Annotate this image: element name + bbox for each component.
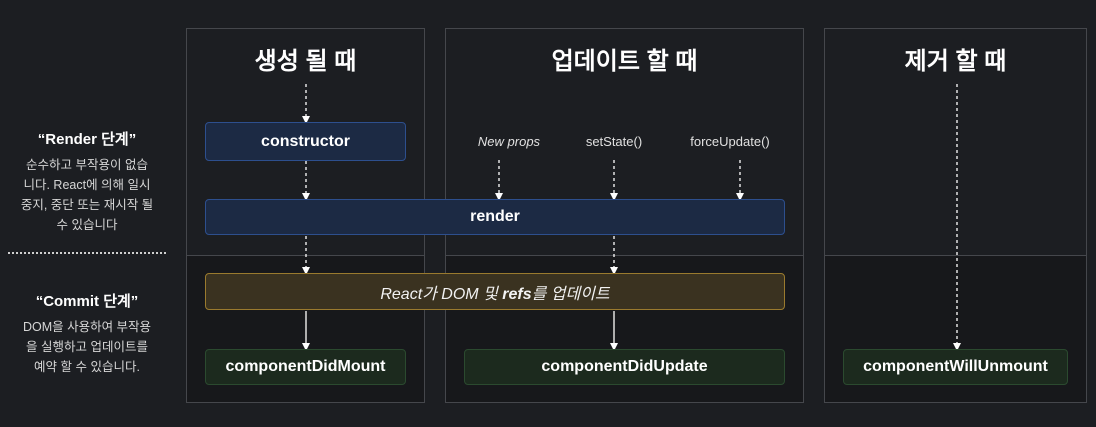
render-phase-description: 순수하고 부작용이 없습 니다. React에 의해 일시 중지, 중단 또는 … <box>0 155 174 235</box>
commit-desc-line: 예약 할 수 있습니다. <box>34 360 140 374</box>
phase-divider <box>8 252 166 254</box>
component-did-mount-label: componentDidMount <box>225 358 386 375</box>
render-phase-legend: “Render 단계” 순수하고 부작용이 없습 니다. React에 의해 일… <box>0 128 174 235</box>
dom-update-suffix: 를 업데이트 <box>531 285 610 303</box>
render-phase-title: “Render 단계” <box>37 131 137 148</box>
unmount-column: 제거 할 때 <box>824 28 1087 403</box>
dom-update-label: React가 DOM 및 refs를 업데이트 <box>380 280 609 304</box>
render-desc-line: 니다. React에 의해 일시 <box>23 178 151 192</box>
update-column-title: 업데이트 할 때 <box>551 48 698 75</box>
render-label: render <box>470 208 520 225</box>
component-did-mount-box: componentDidMount <box>205 349 406 385</box>
commit-phase-title: “Commit 단계” <box>35 293 139 310</box>
unmount-column-title: 제거 할 때 <box>904 48 1007 75</box>
constructor-label: constructor <box>261 132 350 150</box>
trigger-force-update: forceUpdate() <box>690 134 770 149</box>
trigger-new-props: New props <box>477 134 541 149</box>
constructor-box: constructor <box>205 122 406 161</box>
dom-update-refs: refs <box>502 285 532 303</box>
dom-update-box: React가 DOM 및 refs를 업데이트 <box>205 273 785 310</box>
render-desc-line: 중지, 중단 또는 재시작 될 <box>20 198 154 212</box>
component-did-update-label: componentDidUpdate <box>541 358 708 375</box>
render-desc-line: 수 있습니다 <box>56 218 118 232</box>
component-will-unmount-label: componentWillUnmount <box>863 358 1048 375</box>
render-desc-line: 순수하고 부작용이 없습 <box>26 158 148 172</box>
mount-column-title: 생성 될 때 <box>254 48 357 75</box>
commit-phase-legend: “Commit 단계” DOM을 사용하여 부작용 을 실행하고 업데이트를 예… <box>0 290 174 377</box>
commit-phase-description: DOM을 사용하여 부작용 을 실행하고 업데이트를 예약 할 수 있습니다. <box>0 317 174 377</box>
component-did-update-box: componentDidUpdate <box>464 349 785 385</box>
commit-desc-line: DOM을 사용하여 부작용 <box>22 320 152 334</box>
trigger-set-state: setState() <box>585 134 643 149</box>
component-will-unmount-box: componentWillUnmount <box>843 349 1068 385</box>
commit-desc-line: 을 실행하고 업데이트를 <box>26 340 148 354</box>
dom-update-prefix: React가 DOM 및 <box>380 285 503 303</box>
render-box: render <box>205 199 785 235</box>
